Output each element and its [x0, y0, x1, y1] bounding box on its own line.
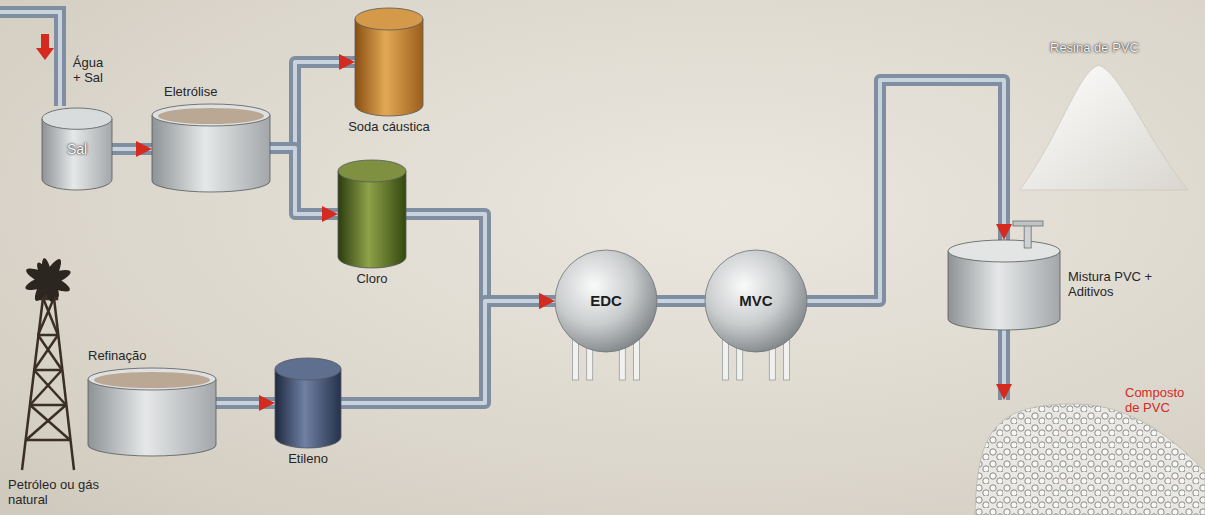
tank-rim: [158, 108, 264, 124]
refinery-tank-shape: [88, 368, 216, 456]
pipe-highlight: [270, 148, 338, 214]
pvc-compound-pile-label: Composto de PVC: [1125, 386, 1191, 416]
pipe-connector: [112, 149, 152, 150]
mixer-tank-shape: [948, 240, 1060, 330]
tank-body: [355, 19, 423, 116]
pipe-outer: [406, 214, 555, 301]
source-label: Petróleo ou gás natural: [8, 478, 104, 508]
electrolysis-tank: Eletrólise: [152, 104, 270, 192]
pipe-outer: [216, 397, 275, 409]
mixer-tank-label: Mistura PVC + Aditivos: [1068, 270, 1180, 300]
tank-body: [948, 251, 1060, 330]
pipe-highlight: [1002, 330, 1006, 400]
pipe-connector: [216, 403, 275, 404]
inlet-label: Água + Sal: [70, 56, 106, 86]
pvc-resin-pile-label: Resina de PVC: [1050, 41, 1139, 56]
pipe-connector: [1004, 330, 1005, 400]
pipe-connector: [406, 214, 555, 301]
pipe-highlight: [216, 401, 275, 405]
tank-rim: [94, 372, 210, 388]
tank-body: [338, 171, 406, 268]
pipe-highlight: [270, 62, 355, 148]
chlorine-tank-shape: [338, 160, 406, 268]
ethylene-tank: Etileno: [275, 358, 341, 448]
tank-top: [42, 108, 112, 129]
pipe-outer: [341, 301, 555, 403]
flow-arrow: [36, 34, 54, 60]
pvc-resin-pile-shape: [1020, 60, 1188, 190]
pipe-connector: [270, 148, 338, 214]
edc-sphere-label: EDC: [590, 292, 622, 309]
pipe-highlight: [112, 147, 152, 151]
tank-top: [152, 104, 270, 126]
pvc-resin-pile: Resina de PVC: [1020, 60, 1188, 190]
pvc-compound-pile-shape: [975, 400, 1205, 515]
sphere-shell: [555, 250, 657, 352]
salt-tank: Sal: [42, 108, 112, 190]
ethylene-tank-label: Etileno: [288, 452, 328, 467]
pipe-outer: [657, 295, 705, 307]
pipe-highlight: [657, 299, 705, 303]
refinery-tank: Refinação: [88, 368, 216, 456]
pipe-connector: [270, 62, 355, 148]
caustic-soda-tank: Soda cáustica: [355, 8, 423, 116]
pipe-outer: [270, 62, 355, 148]
tank-top: [275, 358, 341, 380]
sphere-shell: [705, 250, 807, 352]
oil-derrick: [22, 292, 74, 470]
powder-pile: [1020, 65, 1188, 190]
pipe-connector: [341, 301, 555, 403]
tank-top: [88, 368, 216, 390]
tank-top: [355, 8, 423, 30]
agitator-shaft: [1024, 224, 1031, 248]
ethylene-tank-shape: [275, 358, 341, 448]
tank-body: [275, 369, 341, 448]
mvc-sphere: MVC: [705, 250, 807, 352]
pipe-highlight: [341, 301, 555, 403]
tank-top: [338, 160, 406, 182]
refinery-tank-label: Refinação: [88, 349, 147, 364]
pipe-outer: [112, 143, 152, 155]
mvc-sphere-label: MVC: [739, 292, 772, 309]
tank-body: [88, 379, 216, 456]
pvc-compound-pile: Composto de PVC: [975, 400, 1205, 515]
tank-top: [948, 240, 1060, 262]
pipe-highlight: [406, 214, 555, 301]
pellet-pile: [975, 404, 1205, 515]
pipe-outer: [270, 148, 338, 214]
caustic-soda-tank-label: Soda cáustica: [348, 120, 430, 135]
derrick-crown: [23, 256, 72, 304]
pipe-connector: [657, 301, 705, 302]
electrolysis-tank-shape: [152, 104, 270, 192]
pipe-outer: [998, 330, 1010, 400]
salt-tank-label: Sal: [67, 141, 87, 157]
chlorine-tank: Cloro: [338, 160, 406, 268]
inlet-pipe: [0, 12, 60, 106]
agitator-motor: [1013, 221, 1043, 226]
tank-body: [152, 115, 270, 192]
edc-sphere: EDC: [555, 250, 657, 352]
mixer-tank: Mistura PVC + Aditivos: [948, 240, 1060, 330]
electrolysis-tank-label: Eletrólise: [164, 85, 217, 100]
caustic-soda-tank-shape: [355, 8, 423, 116]
chlorine-tank-label: Cloro: [356, 272, 387, 287]
